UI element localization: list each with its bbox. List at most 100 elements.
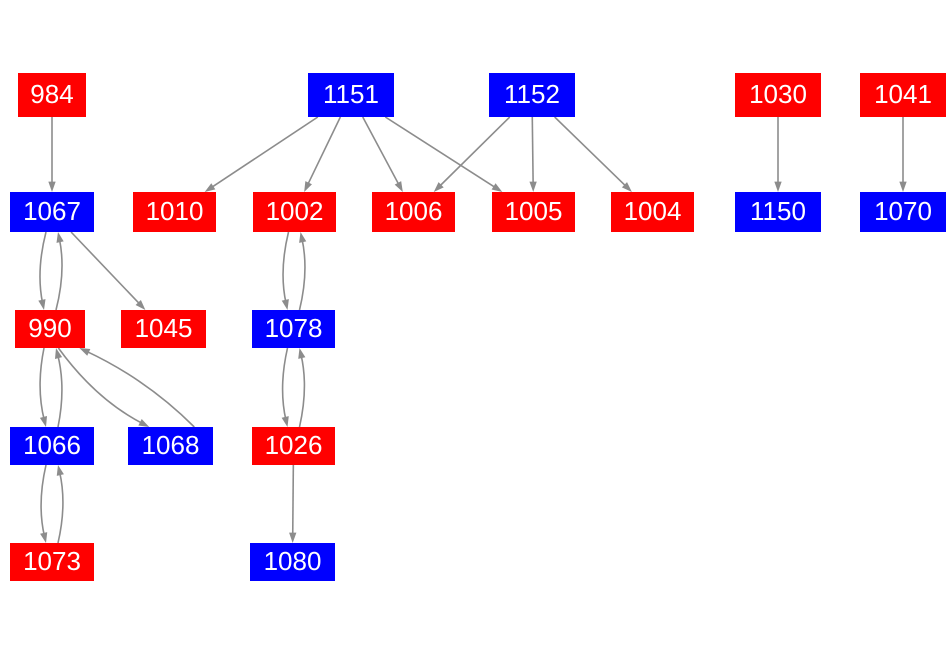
- edge-1026-to-1078: [298, 354, 306, 428]
- node-label-1010: 1010: [146, 196, 204, 226]
- node-1030[interactable]: 1030: [735, 73, 821, 117]
- edge-1152-to-1006: [438, 116, 511, 187]
- edge-1151-to-1010: [210, 116, 319, 189]
- node-990[interactable]: 990: [15, 310, 85, 348]
- edge-1151-to-1006: [362, 116, 400, 186]
- node-1041[interactable]: 1041: [860, 73, 946, 117]
- node-label-1041: 1041: [874, 79, 932, 109]
- node-1151[interactable]: 1151: [308, 73, 394, 117]
- node-1068[interactable]: 1068: [128, 427, 213, 465]
- edge-1002-to-1078: [282, 231, 290, 304]
- node-box-1026[interactable]: [252, 427, 335, 465]
- node-box-1066[interactable]: [10, 427, 94, 465]
- arrowhead: [774, 181, 782, 192]
- node-box-1030[interactable]: [735, 73, 821, 117]
- node-box-1080[interactable]: [250, 543, 335, 581]
- node-label-1005: 1005: [505, 196, 563, 226]
- arrowhead: [298, 348, 306, 359]
- node-box-990[interactable]: [15, 310, 85, 348]
- node-1066[interactable]: 1066: [10, 427, 94, 465]
- arrowhead: [38, 299, 46, 310]
- node-1002[interactable]: 1002: [253, 192, 336, 232]
- node-box-1068[interactable]: [128, 427, 213, 465]
- node-1150[interactable]: 1150: [735, 192, 821, 232]
- node-1004[interactable]: 1004: [611, 192, 694, 232]
- edge-1151-to-1002: [306, 116, 342, 186]
- edge-1151-to-1005: [384, 116, 497, 189]
- arrowhead: [289, 532, 297, 543]
- node-1152[interactable]: 1152: [489, 73, 575, 117]
- node-984[interactable]: 984: [18, 73, 86, 117]
- arrowhead: [56, 232, 64, 243]
- node-label-1152: 1152: [504, 79, 560, 109]
- node-label-1004: 1004: [624, 196, 682, 226]
- arrowhead: [491, 183, 503, 192]
- edge-1073-to-1066: [57, 471, 64, 544]
- edge-1068-to-990: [85, 350, 195, 428]
- node-label-1006: 1006: [385, 196, 443, 226]
- node-label-1070: 1070: [874, 196, 932, 226]
- node-label-1078: 1078: [265, 313, 323, 343]
- arrowhead: [39, 416, 48, 427]
- node-1073[interactable]: 1073: [10, 543, 94, 581]
- edge-1067-to-1045: [70, 231, 141, 305]
- node-label-1073: 1073: [23, 546, 81, 576]
- node-1080[interactable]: 1080: [250, 543, 335, 581]
- edge-990-to-1068: [57, 347, 144, 425]
- node-label-1045: 1045: [135, 313, 193, 343]
- edge-1078-to-1002: [298, 238, 306, 311]
- arrowhead: [281, 299, 289, 310]
- node-box-1041[interactable]: [860, 73, 946, 117]
- arrowhead: [56, 465, 64, 476]
- node-box-1073[interactable]: [10, 543, 94, 581]
- node-box-1006[interactable]: [372, 192, 455, 232]
- edge-990-to-1067: [55, 238, 63, 311]
- node-label-1150: 1150: [750, 196, 806, 226]
- node-1005[interactable]: 1005: [492, 192, 575, 232]
- node-1070[interactable]: 1070: [860, 192, 946, 232]
- arrowhead: [135, 299, 146, 310]
- arrowhead: [138, 418, 150, 427]
- node-box-1067[interactable]: [10, 192, 94, 232]
- node-box-1078[interactable]: [252, 310, 335, 348]
- node-1078[interactable]: 1078: [252, 310, 335, 348]
- node-label-984: 984: [30, 79, 73, 109]
- arrowhead: [299, 232, 307, 243]
- node-1045[interactable]: 1045: [121, 310, 206, 348]
- arrowhead: [899, 181, 907, 192]
- node-box-1045[interactable]: [121, 310, 206, 348]
- edge-1078-to-1026: [281, 347, 289, 421]
- node-box-1002[interactable]: [253, 192, 336, 232]
- node-box-1151[interactable]: [308, 73, 394, 117]
- arrowhead: [621, 182, 632, 192]
- arrowhead: [204, 183, 216, 192]
- node-label-1002: 1002: [266, 196, 324, 226]
- node-label-990: 990: [28, 313, 71, 343]
- node-box-984[interactable]: [18, 73, 86, 117]
- node-box-1070[interactable]: [860, 192, 946, 232]
- node-1006[interactable]: 1006: [372, 192, 455, 232]
- arrowhead: [48, 181, 56, 192]
- node-label-1030: 1030: [749, 79, 807, 109]
- node-1026[interactable]: 1026: [252, 427, 335, 465]
- node-box-1004[interactable]: [611, 192, 694, 232]
- node-label-1068: 1068: [142, 430, 200, 460]
- arrowhead: [281, 416, 289, 427]
- node-1010[interactable]: 1010: [133, 192, 216, 232]
- edge-1067-to-990: [39, 231, 47, 304]
- edge-1152-to-1004: [554, 116, 627, 188]
- node-box-1005[interactable]: [492, 192, 575, 232]
- nodes-layer: 984 1151 1152 1030 1041 1067 1010 1002 1006 1005 1…: [10, 73, 946, 581]
- edge-1152-to-1005: [531, 116, 534, 185]
- arrowhead: [304, 181, 312, 192]
- node-box-1010[interactable]: [133, 192, 216, 232]
- node-1067[interactable]: 1067: [10, 192, 94, 232]
- edge-1066-to-1073: [40, 464, 47, 537]
- arrowhead: [529, 181, 537, 192]
- node-box-1150[interactable]: [735, 192, 821, 232]
- node-label-1066: 1066: [23, 430, 81, 460]
- node-box-1152[interactable]: [489, 73, 575, 117]
- node-label-1026: 1026: [265, 430, 323, 460]
- edge-1026-to-1080: [291, 464, 295, 536]
